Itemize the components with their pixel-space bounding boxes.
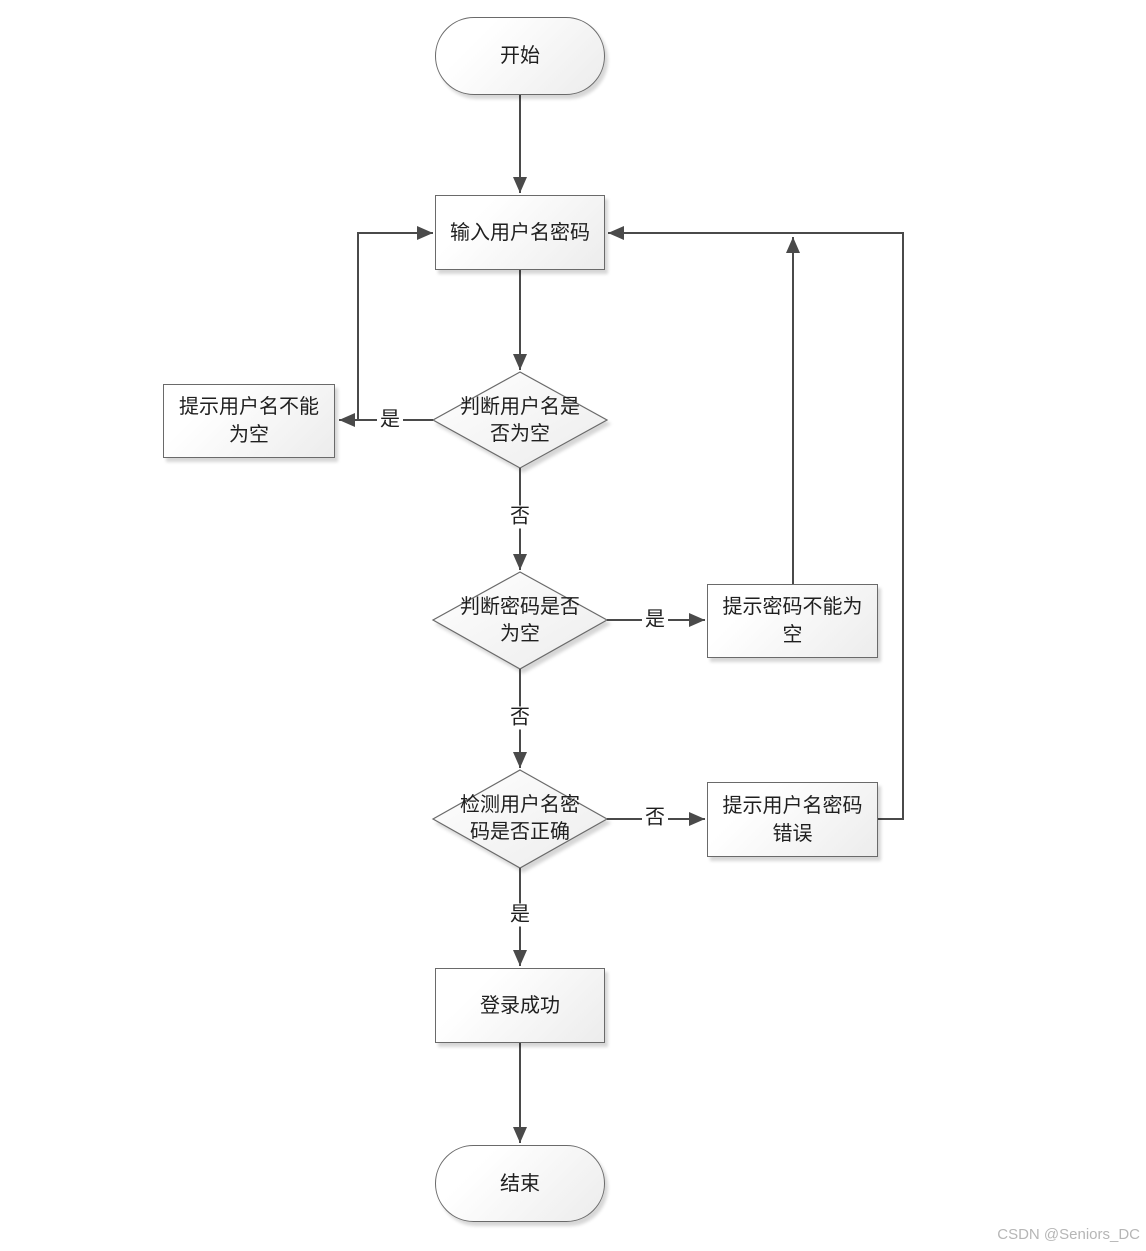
- login-success-node: 登录成功: [435, 968, 605, 1043]
- tip-username-empty-node: 提示用户名不能 为空: [163, 384, 335, 458]
- tip-password-empty-node: 提示密码不能为 空: [707, 584, 878, 658]
- edge-label-password-empty-yes: 是: [642, 608, 668, 632]
- edge-label-credentials-yes: 是: [507, 903, 533, 927]
- login-success-label: 登录成功: [480, 994, 560, 1017]
- tip-wrong-credentials-label: 提示用户名密码 错误: [722, 794, 863, 845]
- start-node: 开始: [435, 17, 605, 95]
- edge-label-username-empty-yes: 是: [377, 408, 403, 432]
- edge-label-credentials-no: 否: [642, 806, 668, 830]
- end-node-label: 结束: [500, 1172, 540, 1195]
- csdn-watermark: CSDN @Seniors_DC: [997, 1226, 1140, 1243]
- decision-check-username-label: 判断用户名是 否为空: [460, 395, 580, 445]
- decision-check-credentials-label: 检测用户名密 码是否正确: [460, 794, 580, 843]
- start-node-label: 开始: [500, 45, 540, 67]
- edge-tip-error-loop-to-input: [608, 226, 904, 820]
- tip-username-empty-label: 提示用户名不能 为空: [179, 396, 319, 446]
- edge-label-username-empty-no: 否: [507, 505, 533, 529]
- decision-check-password-label: 判断密码是否 为空: [460, 595, 580, 645]
- input-credentials-label: 输入用户名密码: [450, 221, 590, 244]
- input-credentials-node: 输入用户名密码: [435, 195, 605, 270]
- end-node: 结束: [435, 1145, 605, 1222]
- tip-wrong-credentials-node: 提示用户名密码 错误: [707, 782, 878, 857]
- tip-password-empty-label: 提示密码不能为 空: [722, 596, 863, 646]
- edge-label-password-empty-no: 否: [507, 706, 533, 730]
- edge-tip-username-loop-to-input: [357, 226, 433, 420]
